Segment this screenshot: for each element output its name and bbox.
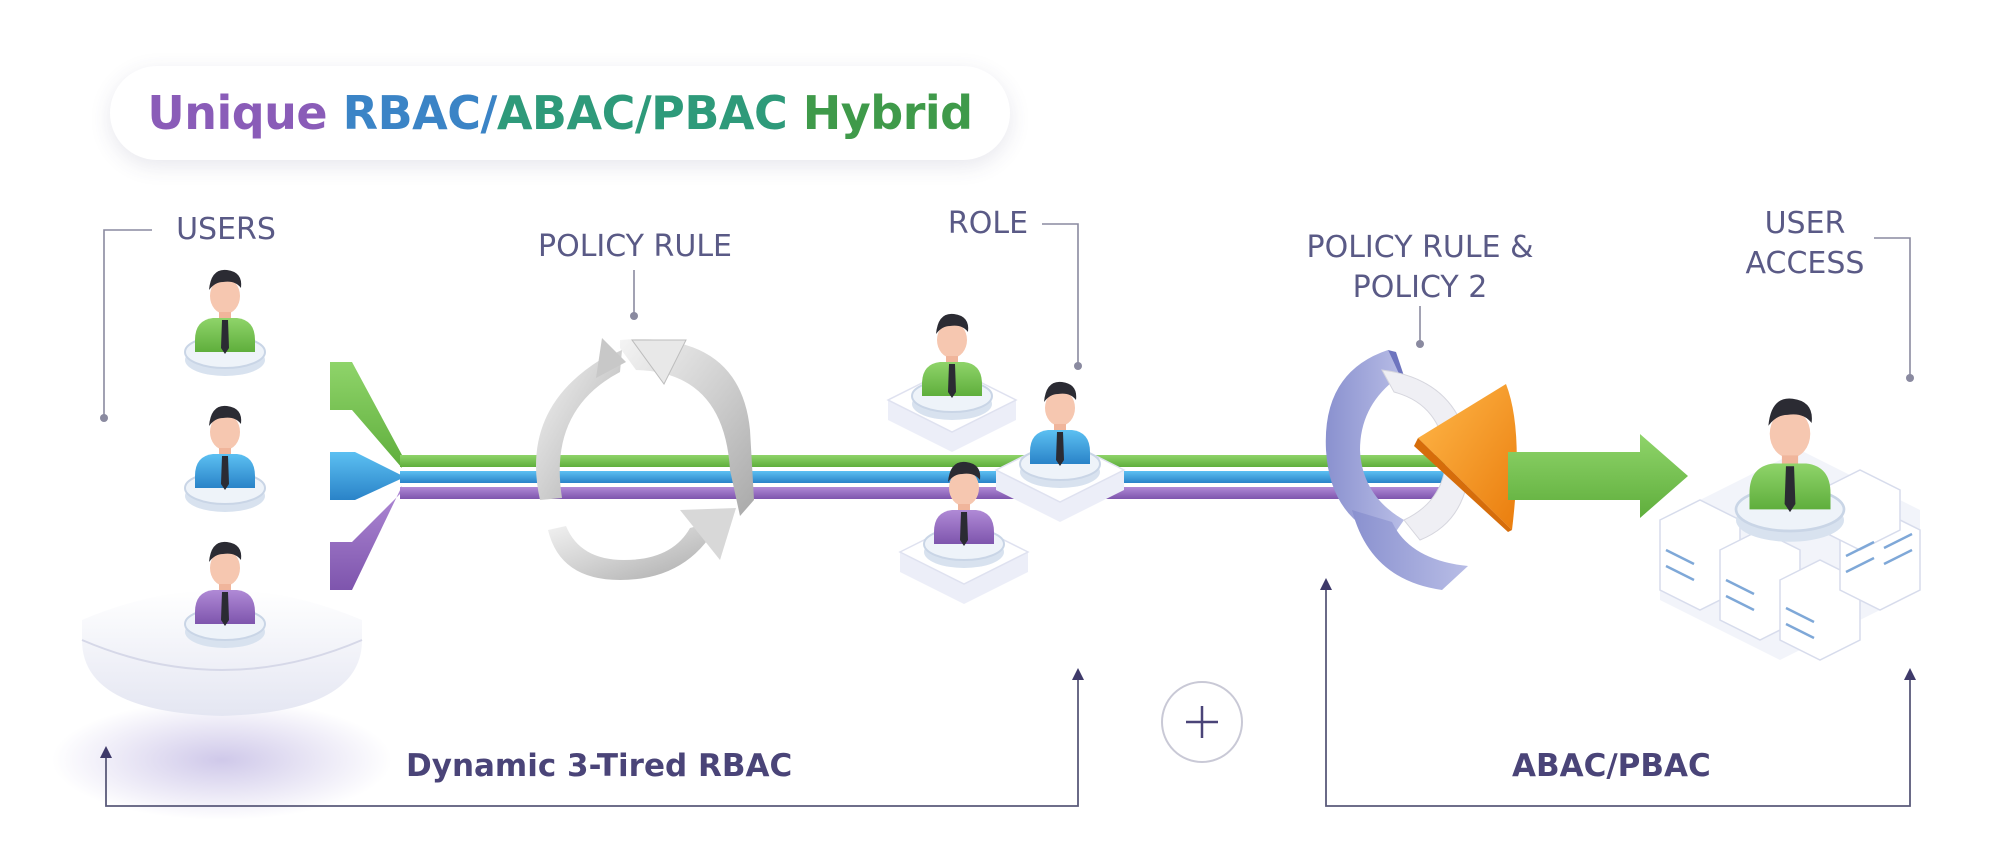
users-leader-line <box>103 229 152 418</box>
user-avatar-icon <box>1734 397 1846 544</box>
label-policy-rule-2: POLICY RULE & POLICY 2 <box>1290 228 1550 308</box>
user-avatar-icon <box>184 404 266 513</box>
title-part-rbac: RBAC/ <box>342 86 498 140</box>
user-avatar-icon <box>923 460 1005 569</box>
access-arrow <box>1508 434 1688 518</box>
label-abac-pbac: ABAC/PBAC <box>1512 748 1711 784</box>
label-policy-rule: POLICY RULE <box>537 229 733 264</box>
plus-icon <box>1161 681 1243 763</box>
title-part-abac-pbac: ABAC/PBAC <box>496 86 803 140</box>
label-dynamic-rbac: Dynamic 3-Tired RBAC <box>406 748 793 784</box>
user-avatar-icon <box>184 540 266 649</box>
page-title: Unique RBAC/ABAC/PBAC Hybrid <box>147 86 973 140</box>
label-policy-rule-2-line2: POLICY 2 <box>1352 270 1488 305</box>
abac-pbac-bracket <box>1325 588 1911 807</box>
label-role: ROLE <box>947 206 1029 241</box>
user-avatar-icon <box>184 268 266 377</box>
user-avatar-icon <box>911 312 993 421</box>
label-user-access: USER ACCESS <box>1730 204 1880 284</box>
server-rack-icon <box>1659 450 1921 661</box>
label-users: USERS <box>176 212 276 247</box>
refresh-cycle-icon <box>536 338 754 580</box>
users-group <box>52 590 392 820</box>
user-avatar-icon <box>1019 380 1101 489</box>
label-user-access-line2: ACCESS <box>1745 246 1865 281</box>
funnel-connectors <box>330 362 405 590</box>
title-pill: Unique RBAC/ABAC/PBAC Hybrid <box>110 66 1010 160</box>
rbac-bracket <box>105 678 1079 807</box>
title-part-hybrid: Hybrid <box>802 86 973 140</box>
policy-disc-icon <box>1325 350 1517 590</box>
title-part-unique: Unique <box>147 86 343 140</box>
data-pipes <box>400 455 1450 499</box>
label-policy-rule-2-line1: POLICY RULE & <box>1306 230 1534 265</box>
label-user-access-line1: USER <box>1764 206 1846 241</box>
